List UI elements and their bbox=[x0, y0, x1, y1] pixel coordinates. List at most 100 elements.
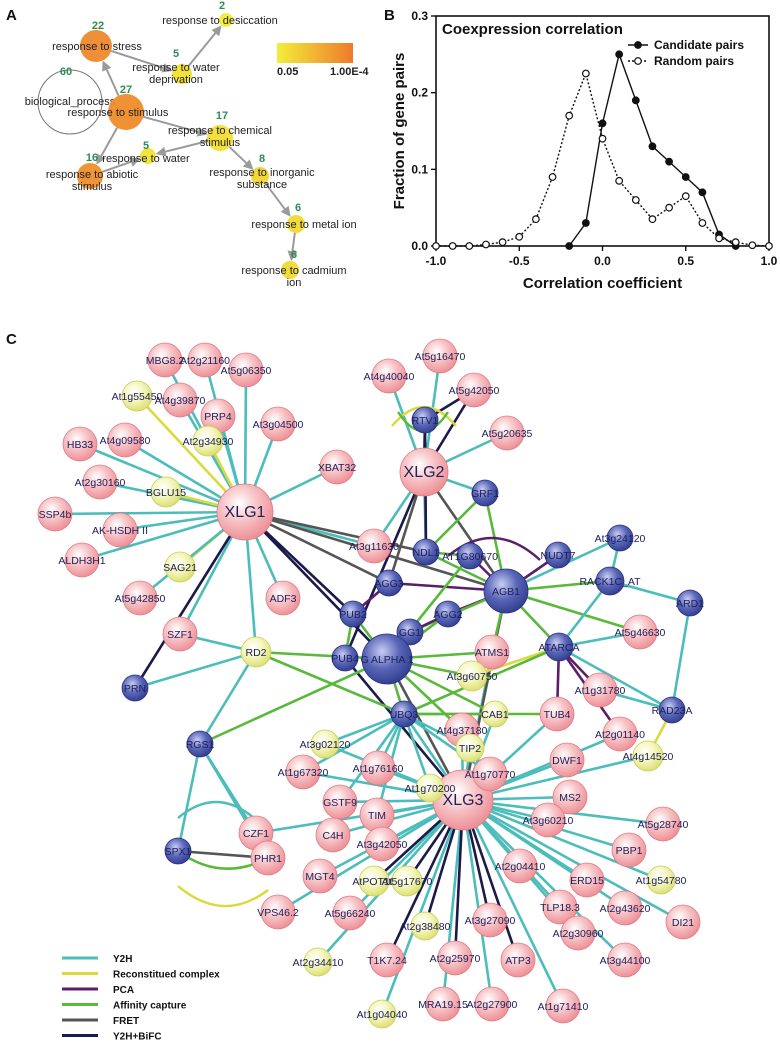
node-at2g38480[interactable]: At2g38480 bbox=[400, 911, 451, 941]
node-pub4[interactable]: PUB4 bbox=[331, 644, 359, 672]
node-at2g34410[interactable]: At2g34410 bbox=[293, 947, 344, 977]
node-atarca[interactable]: ATARCA bbox=[538, 632, 580, 662]
node-at4g09580[interactable]: At4g09580 bbox=[100, 422, 151, 458]
node-at5g42050[interactable]: At5g42050 bbox=[449, 372, 500, 408]
node-at1g55450[interactable]: At1g55450 bbox=[112, 380, 163, 412]
node-aldh3h1[interactable]: ALDH3H1 bbox=[58, 542, 106, 578]
node-mra19-15[interactable]: MRA19.15 bbox=[418, 986, 468, 1022]
node-at3g11630[interactable]: At3g11630 bbox=[349, 528, 399, 564]
node-at1g76160[interactable]: At1g76160 bbox=[353, 750, 404, 786]
node-at2g43620[interactable]: At2g43620 bbox=[600, 890, 651, 926]
node-at5g66240[interactable]: At5g66240 bbox=[325, 895, 376, 931]
node-c4h[interactable]: C4H bbox=[315, 817, 351, 853]
node-at1g70770[interactable]: At1g70770 bbox=[465, 756, 516, 792]
node-at2g30960[interactable]: At2g30960 bbox=[553, 915, 604, 951]
node-grf1[interactable]: GRF1 bbox=[471, 479, 499, 507]
node-prn[interactable]: PRN bbox=[121, 674, 149, 702]
node-erd15[interactable]: ERD15 bbox=[569, 862, 605, 898]
node-t1k7-24[interactable]: T1K7.24 bbox=[367, 942, 407, 978]
node-atpot10[interactable]: AtPOT10 bbox=[352, 865, 396, 897]
node-tip2[interactable]: TIP2 bbox=[455, 733, 485, 763]
node-di21[interactable]: DI21 bbox=[665, 904, 701, 940]
node-rgs1[interactable]: RGS1 bbox=[186, 730, 215, 758]
node-ms2[interactable]: MS2 bbox=[552, 779, 588, 815]
node-xlg2[interactable]: XLG2 bbox=[399, 447, 449, 497]
node-at3g02120[interactable]: At3g02120 bbox=[300, 729, 351, 759]
node-at3g60750[interactable]: At3g60750 bbox=[447, 660, 498, 692]
node-mbg8-2[interactable]: MBG8.2 bbox=[146, 342, 185, 378]
node-at5g46630[interactable]: At5g46630 bbox=[615, 614, 666, 650]
node-at3g60210[interactable]: At3g60210 bbox=[523, 802, 574, 838]
node-at5g28740[interactable]: At5g28740 bbox=[638, 806, 689, 842]
node-ubq3[interactable]: UBQ3 bbox=[390, 700, 419, 728]
node-at4g14520[interactable]: At4g14520 bbox=[623, 740, 674, 772]
node-tim[interactable]: TIM bbox=[359, 797, 395, 833]
node-at2g27900[interactable]: At2g27900 bbox=[467, 986, 518, 1022]
node-gstf9[interactable]: GSTF9 bbox=[322, 784, 358, 820]
node-at5g17670[interactable]: At5g17670 bbox=[382, 865, 433, 897]
node-at2g04410[interactable]: At2g04410 bbox=[495, 848, 546, 884]
node-xlg1[interactable]: XLG1 bbox=[216, 483, 274, 541]
node-at2g34930[interactable]: At2g34930 bbox=[183, 425, 234, 457]
node-circle bbox=[102, 512, 138, 548]
node-mgt4[interactable]: MGT4 bbox=[302, 858, 338, 894]
node-g-alpha-1[interactable]: G ALPHA 1 bbox=[360, 633, 414, 685]
node-ak-hsdh-ii[interactable]: AK-HSDH II bbox=[92, 512, 148, 548]
node-vps46-2[interactable]: VPS46.2 bbox=[257, 894, 299, 930]
node-agg2[interactable]: AGG2 bbox=[433, 600, 463, 628]
node-nudt7[interactable]: NUDT7 bbox=[540, 541, 576, 569]
node-at1g54780[interactable]: At1g54780 bbox=[636, 865, 687, 895]
node-rtv1[interactable]: RTV1 bbox=[411, 406, 439, 434]
node-label: At2g25970 bbox=[430, 953, 481, 965]
node-dwf1[interactable]: DWF1 bbox=[549, 742, 585, 778]
node-pbp1[interactable]: PBP1 bbox=[611, 832, 647, 868]
node-at2g01140[interactable]: At2g01140 bbox=[595, 716, 645, 752]
node-at1g67320[interactable]: At1g67320 bbox=[278, 754, 329, 790]
node-bglu15[interactable]: BGLU15 bbox=[146, 476, 186, 508]
node-rd2[interactable]: RD2 bbox=[240, 636, 272, 668]
node-pub2[interactable]: PUB2 bbox=[339, 600, 367, 628]
node-agb1[interactable]: AGB1 bbox=[483, 568, 529, 614]
node-at3g04500[interactable]: At3g04500 bbox=[253, 406, 304, 442]
node-at2g21160[interactable]: At2g21160 bbox=[180, 342, 230, 378]
node-at5g16470[interactable]: At5g16470 bbox=[415, 338, 466, 374]
node-at1g04040[interactable]: At1g04040 bbox=[357, 999, 408, 1029]
node-ard1[interactable]: ARD1 bbox=[676, 589, 704, 617]
node-tlp18-3[interactable]: TLP18.3 bbox=[540, 889, 580, 925]
node-at3g44100[interactable]: At3g44100 bbox=[600, 942, 651, 978]
edge-atarca-rad23a bbox=[557, 645, 674, 712]
node-at1g31780[interactable]: At1g31780 bbox=[575, 672, 626, 708]
node-ssp4b[interactable]: SSP4b bbox=[37, 496, 73, 532]
node-szf1[interactable]: SZF1 bbox=[162, 616, 198, 652]
node-at3g42050[interactable]: At3g42050 bbox=[357, 826, 408, 862]
node-tub4[interactable]: TUB4 bbox=[539, 696, 575, 732]
node-at3g27090[interactable]: At3g27090 bbox=[465, 902, 516, 938]
node-gg1[interactable]: GG1 bbox=[396, 618, 424, 646]
node-at3g24120[interactable]: At3g24120 bbox=[595, 524, 646, 552]
node-at2g30160[interactable]: At2g30160 bbox=[75, 464, 126, 500]
node-ndl1[interactable]: NDL1 bbox=[413, 538, 440, 566]
node-at4g39870[interactable]: At4g39870 bbox=[155, 382, 206, 418]
node-spx1[interactable]: SPX1 bbox=[165, 837, 192, 865]
node-hb33[interactable]: HB33 bbox=[62, 426, 98, 462]
node-at2g25970[interactable]: At2g25970 bbox=[430, 940, 481, 976]
node-prp4[interactable]: PRP4 bbox=[200, 398, 236, 434]
node-atms1[interactable]: ATMS1 bbox=[474, 634, 510, 670]
node-cab1[interactable]: CAB1 bbox=[481, 700, 509, 728]
node-rack1c-at[interactable]: RACK1C_AT bbox=[579, 566, 641, 596]
node-at5g42850[interactable]: At5g42850 bbox=[115, 580, 166, 616]
node-at1g80670[interactable]: AT1G80670 bbox=[442, 542, 498, 570]
node-at1g71410[interactable]: At1g71410 bbox=[538, 988, 589, 1024]
node-at5g20635[interactable]: At5g20635 bbox=[482, 415, 533, 451]
node-agg3[interactable]: AGG3 bbox=[374, 569, 404, 597]
node-rad23a[interactable]: RAD23A bbox=[652, 696, 693, 724]
node-atp3[interactable]: ATP3 bbox=[500, 942, 536, 978]
node-at4g37180[interactable]: At4g37180 bbox=[437, 712, 488, 748]
node-xbat32[interactable]: XBAT32 bbox=[318, 449, 356, 485]
node-adf3[interactable]: ADF3 bbox=[265, 580, 301, 616]
node-at5g06350[interactable]: At5g06350 bbox=[221, 352, 272, 388]
node-phr1[interactable]: PHR1 bbox=[250, 840, 286, 876]
node-at1g70200[interactable]: At1g70200 bbox=[405, 773, 456, 803]
node-at4g40040[interactable]: At4g40040 bbox=[364, 358, 415, 394]
node-sag21[interactable]: SAG21 bbox=[163, 551, 197, 583]
